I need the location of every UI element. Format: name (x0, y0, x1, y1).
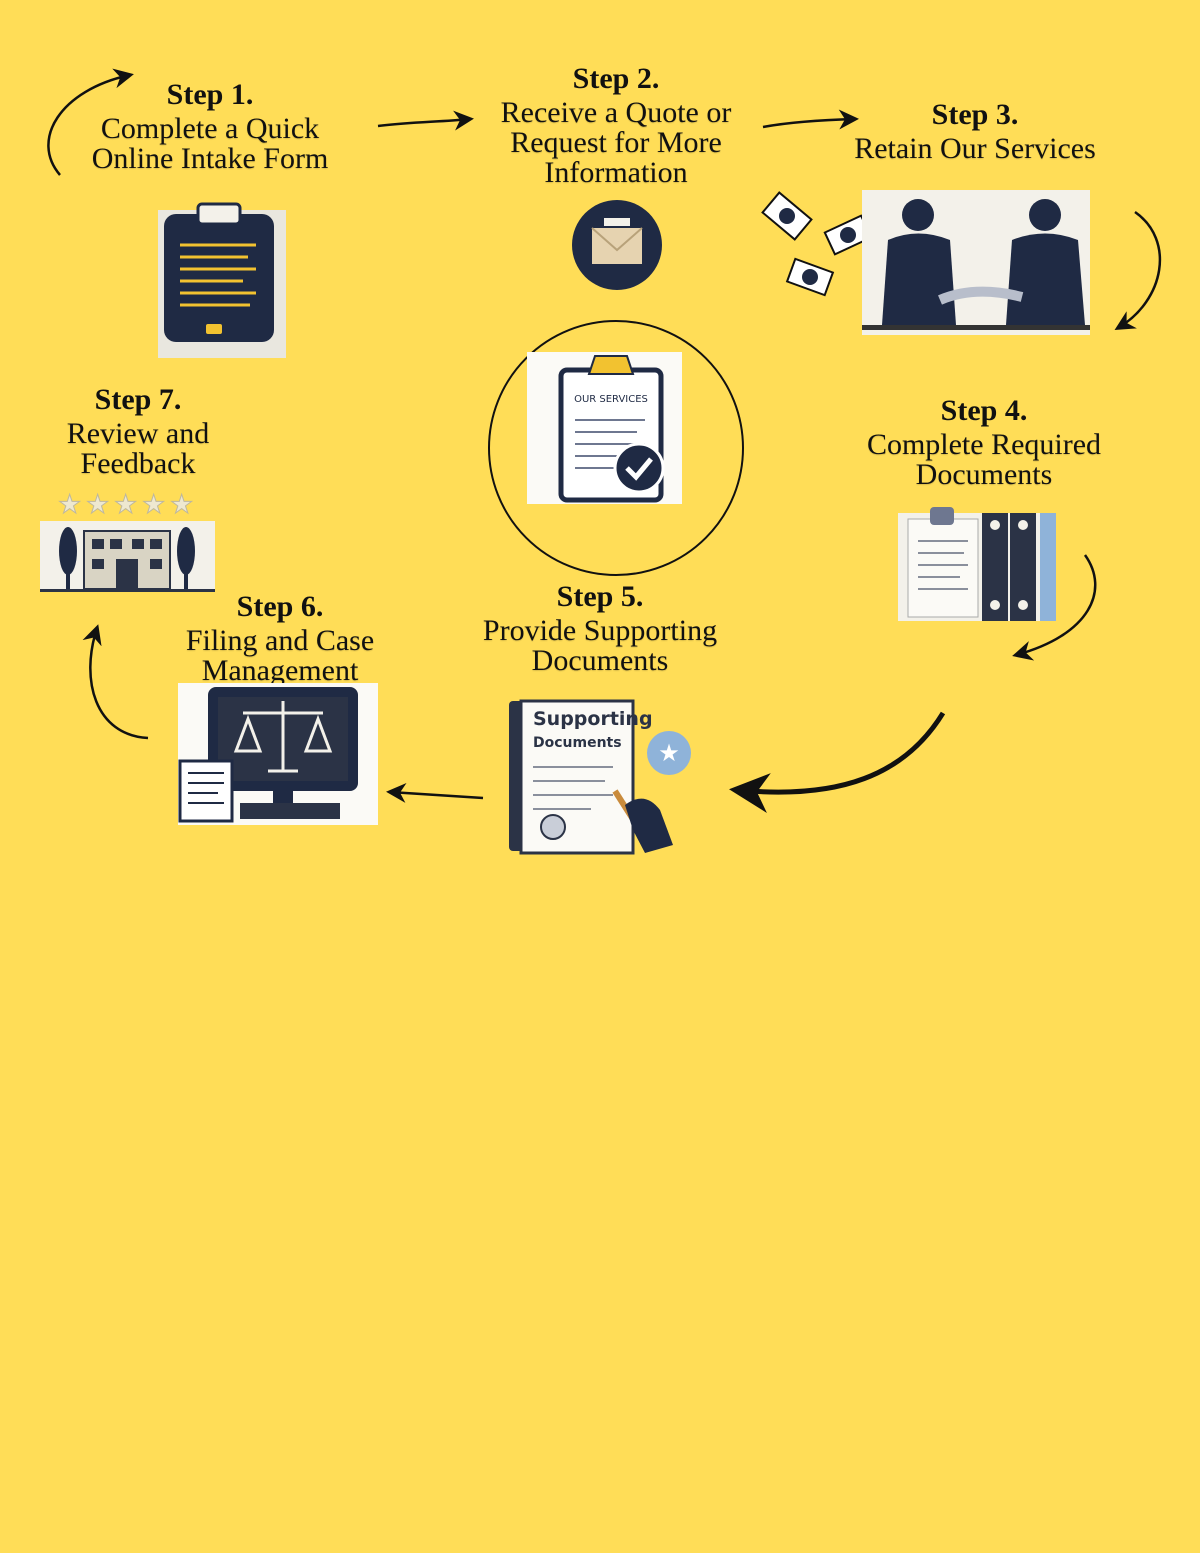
building-stars-icon: ★★★★★ (40, 485, 215, 598)
arrow-6-to-7 (82, 624, 149, 740)
binders-documents-icon (898, 505, 1056, 626)
step-3-title: Retain Our Services (854, 132, 1096, 165)
clipboard-form-icon (158, 200, 286, 363)
step-3-number: Step 3. (931, 98, 1019, 131)
svg-text:★: ★ (170, 490, 193, 519)
step-4-number: Step 4. (940, 394, 1028, 427)
svg-text:★: ★ (658, 741, 680, 767)
step-6-title: Filing and Case Management (185, 624, 375, 687)
step-5-title: Provide Supporting Documents (482, 614, 718, 677)
scales-computer-icon (178, 683, 378, 830)
services-checklist-icon: OUR SERVICES (527, 352, 682, 509)
step-5-number: Step 5. (556, 580, 644, 613)
svg-text:★: ★ (114, 490, 137, 519)
step-1-number: Step 1. (166, 78, 254, 111)
step-2-number: Step 2. (572, 62, 660, 95)
step-5: Step 5. Provide Supporting Documents (460, 582, 740, 676)
arrow-5-to-6 (386, 782, 484, 803)
services-label: OUR SERVICES (574, 394, 648, 405)
arrow-4-to-5b (729, 711, 946, 813)
step-6-number: Step 6. (236, 590, 324, 623)
step-7: Step 7. Review and Feedback (20, 385, 256, 479)
svg-text:★: ★ (86, 490, 109, 519)
handshake-money-icon (760, 185, 1090, 340)
step-4: Step 4. Complete Required Documents (836, 396, 1132, 490)
step-4-title: Complete Required Documents (866, 428, 1102, 491)
step-1-title: Complete a Quick Online Intake Form (91, 112, 329, 175)
arrow-1-to-2 (377, 110, 474, 131)
supporting-doc-line1: Supporting (533, 708, 653, 730)
step-2-title: Receive a Quote or Request for More Info… (500, 96, 732, 189)
arrow-3-to-4 (1114, 210, 1161, 331)
step-6: Step 6. Filing and Case Management (150, 592, 410, 686)
supporting-doc-line2: Documents (533, 735, 622, 751)
envelope-icon (570, 200, 664, 295)
supporting-documents-icon: Supporting Documents ★ (495, 695, 700, 862)
step-1: Step 1. Complete a Quick Online Intake F… (60, 80, 360, 174)
step-3: Step 3. Retain Our Services (820, 100, 1130, 164)
center-circle (488, 320, 744, 576)
step-2: Step 2. Receive a Quote or Request for M… (476, 64, 756, 188)
svg-text:★: ★ (142, 490, 165, 519)
step-7-number: Step 7. (94, 383, 182, 416)
svg-text:★: ★ (58, 490, 81, 519)
step-7-title: Review and Feedback (66, 417, 210, 480)
